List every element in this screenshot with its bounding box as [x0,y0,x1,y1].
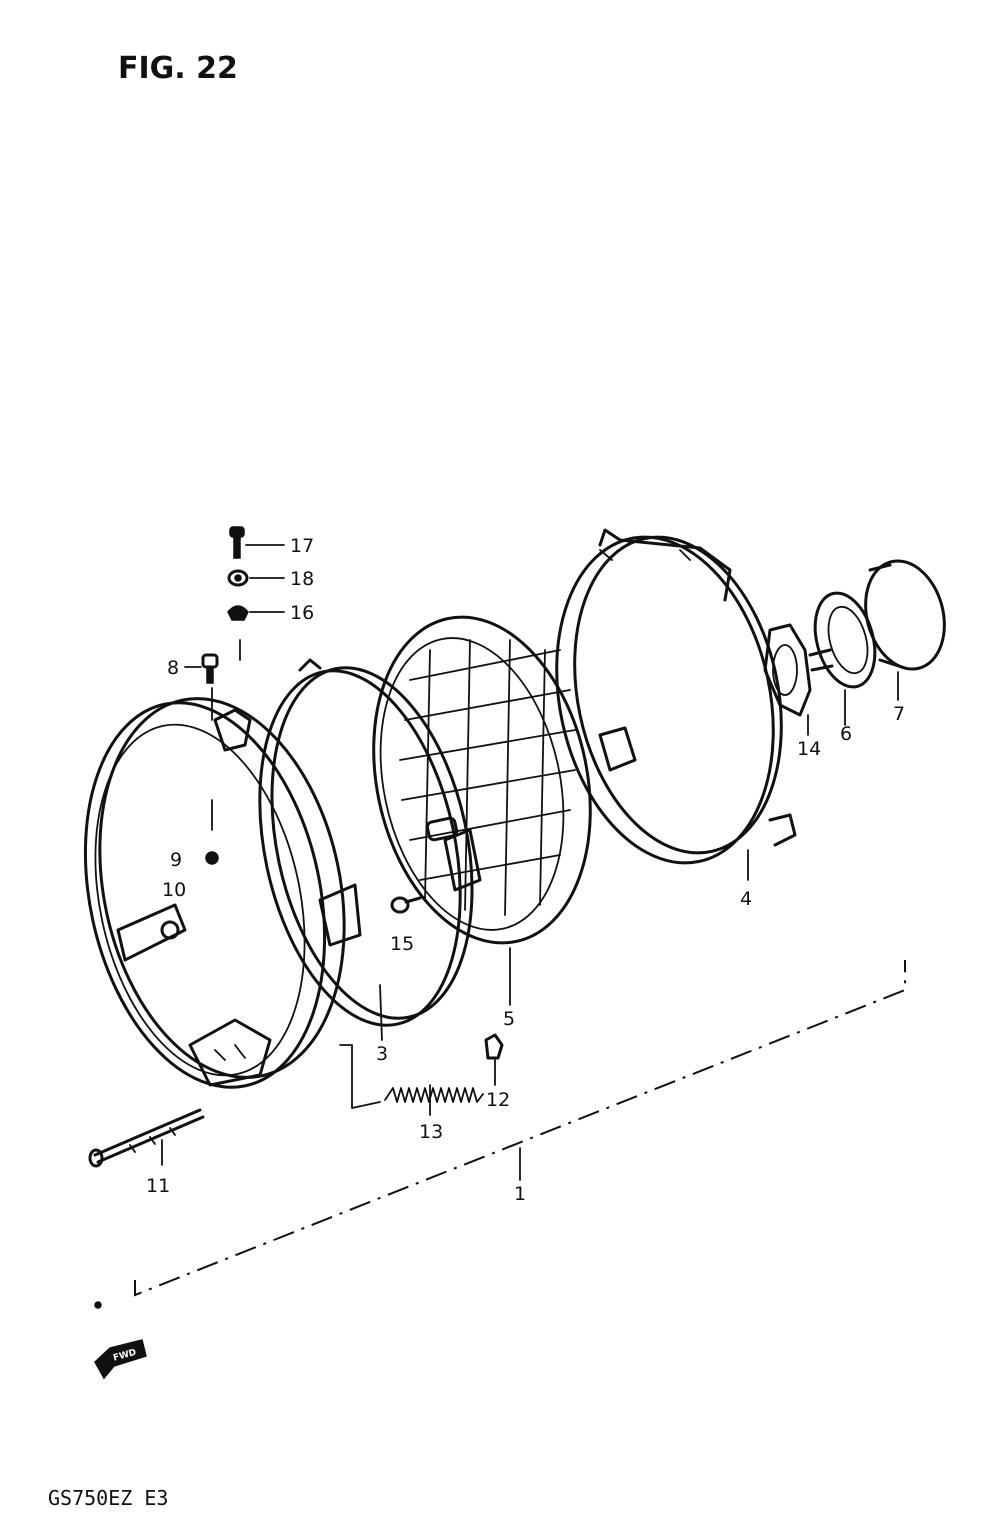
headlamp-housing [555,528,797,865]
nut-9 [205,851,219,865]
part-label-5: 5 [503,1008,515,1030]
part-label-3: 3 [376,1043,388,1065]
figure-title: FIG. 22 [118,51,238,86]
part-label-15: 14 [797,738,821,760]
spring-nut-12 [484,1033,504,1060]
bolt-16 [229,526,245,559]
part-label-4: 4 [740,888,752,910]
socket-cover [864,559,946,671]
part-label-13: 13 [419,1121,443,1143]
speck [94,1301,102,1309]
part-label-12: 12 [486,1089,510,1111]
spring-13 [384,1087,484,1103]
part-label-10: 10 [162,879,186,901]
part-label-8: 8 [167,657,179,679]
part-label-16: 17 [290,535,314,557]
model-code: GS750EZ E3 [48,1486,168,1510]
cushion-18 [227,605,249,621]
adjusting-screw-11 [88,1108,205,1168]
screw-14 [390,896,422,914]
part-label-6: 6 [840,723,852,745]
part-label-9: 9 [170,849,182,871]
fwd-arrow-icon: FWD [94,1339,147,1380]
rim-ring [83,697,346,1089]
gasket-ring [213,658,474,1027]
part-label-1: 1 [514,1183,526,1205]
part-label-17: 18 [290,568,314,590]
assembly-bracket [134,960,906,1297]
screw-8 [201,653,219,684]
headlamp-lens [372,615,637,945]
part-label-11: 11 [146,1175,170,1197]
leader-lines [161,544,899,1166]
part-label-7: 7 [893,703,905,725]
part-label-18: 16 [290,602,314,624]
washer-17 [227,569,249,587]
part-label-14: 15 [390,933,414,955]
